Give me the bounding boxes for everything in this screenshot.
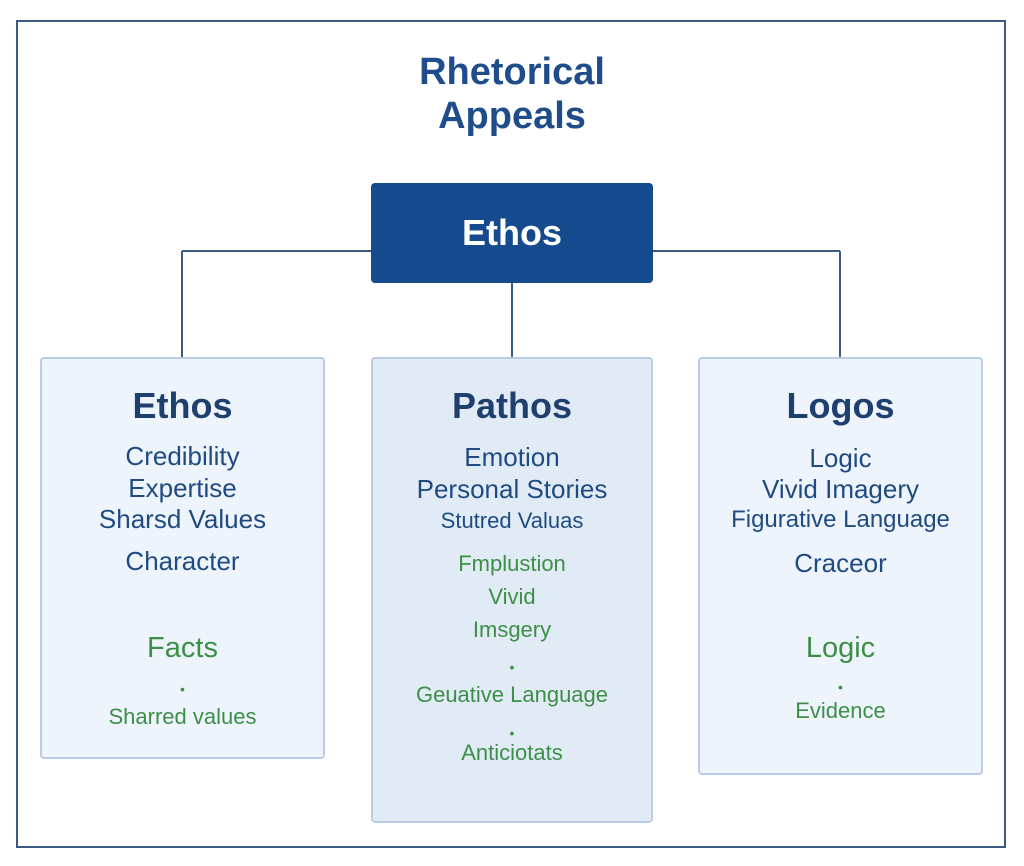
pathos-bullet-dot-2: • [509,725,515,741]
ethos-card: Ethos Credibility Expertise Sharsd Value… [40,357,325,759]
logos-item-logic: Logic [809,443,872,473]
pathos-item-geuative-language: Geuative Language [415,682,609,707]
ethos-item-sharred-values: Sharred values [108,704,257,729]
logos-item-evidence: Evidence [795,698,886,723]
pathos-item-emotion: Emotion [464,442,560,472]
pathos-card-title: Pathos [451,385,573,426]
logos-item-craceor: Craceor [794,548,887,578]
diagram-title: Rhetorical Appeals [312,50,712,138]
pathos-card: Pathos Emotion Personal Stories Stutred … [371,357,653,823]
pathos-item-stutred-valuas: Stutred Valuas [440,508,584,533]
ethos-item-expertise: Expertise [128,473,237,503]
ethos-item-shared-values: Sharsd Values [98,504,267,534]
pathos-item-vivid: Vivid [488,584,536,609]
logos-item-logic-green: Logic [805,632,876,664]
ethos-item-facts: Facts [147,632,218,664]
pathos-item-anticiotats: Anticiotats [461,740,563,765]
root-node-label: Ethos [461,212,562,253]
root-node: Ethos [371,183,653,283]
logos-card: Logos Logic Vivid Imagery Figurative Lan… [698,357,983,775]
logos-card-title: Logos [786,385,895,426]
logos-item-vivid-imagery: Vivid Imagery [761,474,920,504]
ethos-card-title: Ethos [132,385,233,426]
title-line-1: Rhetorical [419,51,605,93]
logos-bullet-dot: • [838,679,843,695]
pathos-item-personal-stories: Personal Stories [416,474,608,504]
logos-item-figurative-language: Figurative Language [731,506,950,533]
ethos-item-credibility: Credibility [125,441,240,471]
pathos-item-imsgery: Imsgery [472,617,552,642]
ethos-item-character: Character [125,546,240,576]
pathos-bullet-dot-1: • [509,659,515,675]
title-line-2: Appeals [438,95,586,137]
pathos-item-fmplustion: Fmplustion [458,551,566,576]
ethos-bullet-dot: • [180,681,185,697]
